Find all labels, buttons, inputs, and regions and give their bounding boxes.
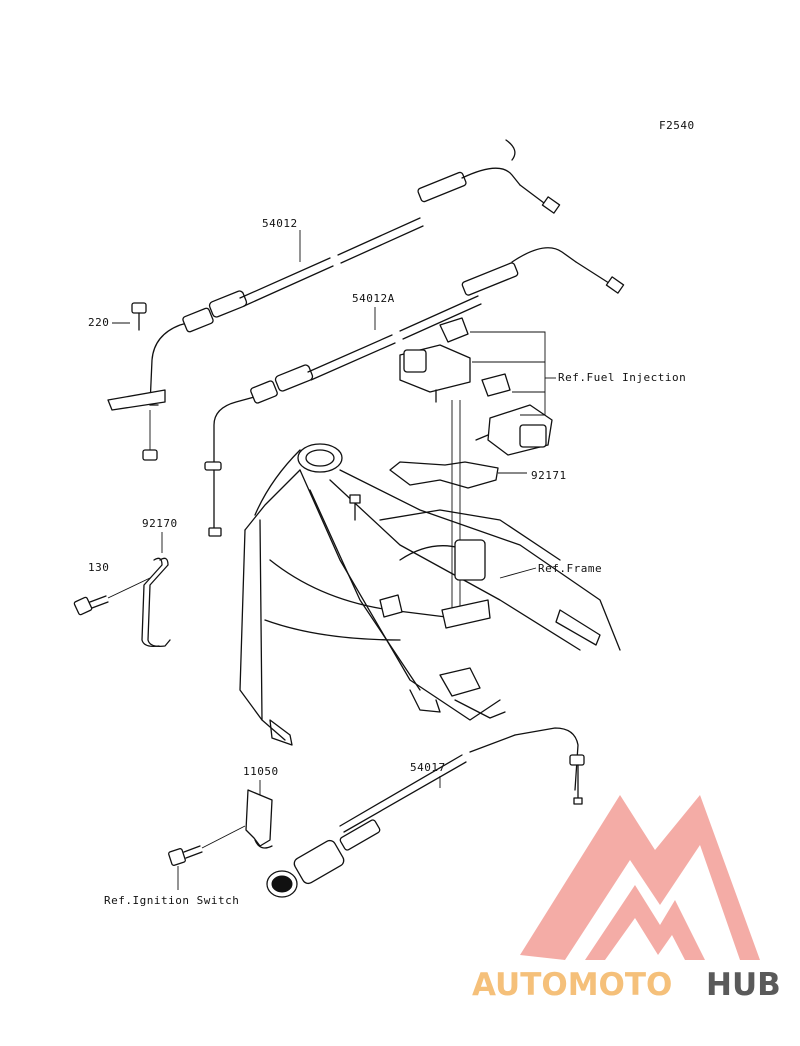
fuel-injection-sensor-upper [399, 317, 471, 403]
throttle-cable-54012A [204, 247, 625, 537]
figure-code: F2540 [659, 119, 695, 132]
label-220: 220 [88, 316, 109, 329]
label-54012: 54012 [262, 217, 298, 230]
bolt-220 [131, 302, 147, 331]
throttle-cable-54012 [149, 139, 561, 406]
automotohub-watermark-text: AUTOMOTO HUB [472, 967, 781, 1003]
label-92170: 92170 [142, 517, 178, 530]
ref-frame: Ref.Frame [538, 562, 602, 575]
watermark-text-part2: HUB [706, 967, 781, 1003]
label-54012A: 54012A [352, 292, 395, 305]
choke-bracket-11050 [245, 789, 273, 849]
motorcycle-frame [239, 443, 621, 746]
choke-cable-54017 [266, 727, 585, 898]
ignition-switch-bolt [168, 825, 246, 890]
ref-fuel-injection: Ref.Fuel Injection [558, 371, 686, 384]
label-130: 130 [88, 561, 109, 574]
watermark-text-part1: AUTOMOTO [472, 967, 672, 1003]
fuel-injection-sensor-lower [475, 373, 553, 456]
bolt-130 [73, 595, 109, 616]
ref-ignition-switch: Ref.Ignition Switch [104, 894, 239, 907]
clamp-92170 [141, 557, 171, 648]
label-54017: 54017 [410, 761, 446, 774]
cable-bracket [107, 389, 166, 461]
automotohub-watermark-logo [520, 795, 760, 960]
label-92171: 92171 [531, 469, 567, 482]
label-11050: 11050 [243, 765, 279, 778]
